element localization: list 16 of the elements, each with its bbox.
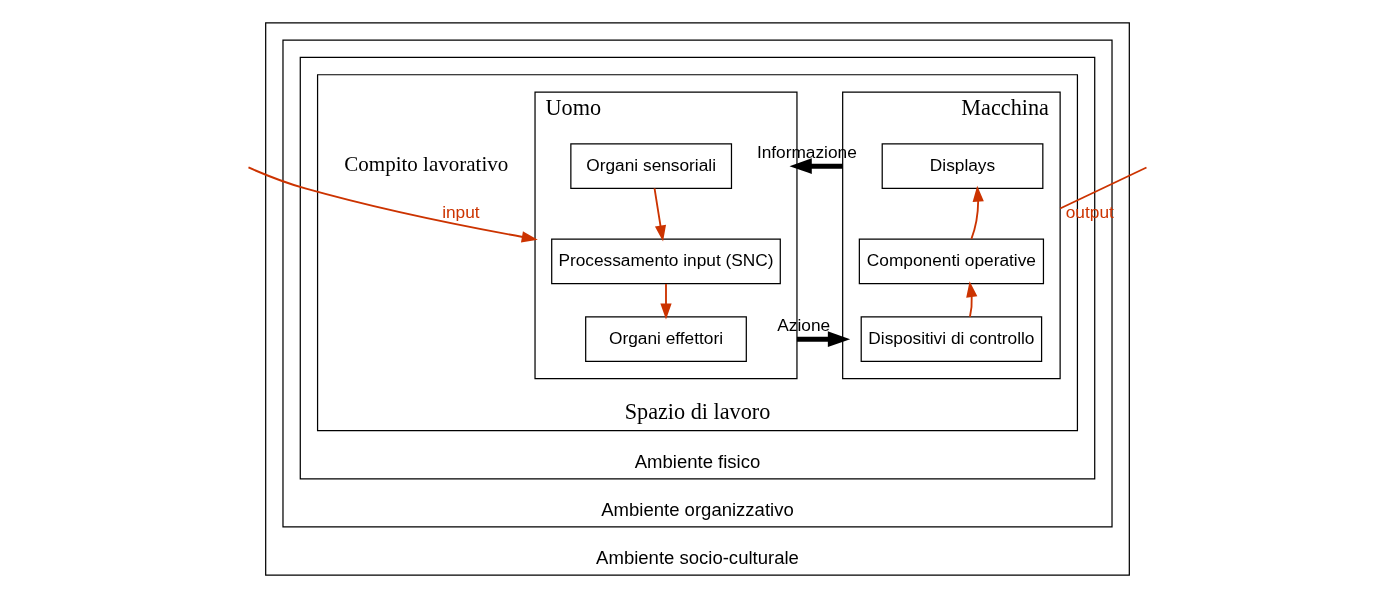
- arrow: [966, 281, 978, 318]
- arrow: [653, 187, 667, 242]
- label: Compito lavorativo: [344, 152, 509, 177]
- node-box: Organi sensoriali: [570, 143, 733, 190]
- node-box: Processamento input (SNC): [551, 238, 781, 285]
- arrow: [660, 283, 672, 320]
- node-box: Dispositivi di controllo: [860, 316, 1043, 362]
- node-box: Componenti operative: [858, 238, 1045, 285]
- edge-label: input: [442, 202, 480, 223]
- arrow: [247, 166, 538, 243]
- connector: [1059, 166, 1148, 210]
- arrow: [970, 185, 984, 240]
- node-box: Organi effettori: [585, 316, 747, 362]
- arrow: [789, 158, 843, 174]
- arrow: [796, 331, 851, 347]
- node-box: Displays: [881, 143, 1044, 190]
